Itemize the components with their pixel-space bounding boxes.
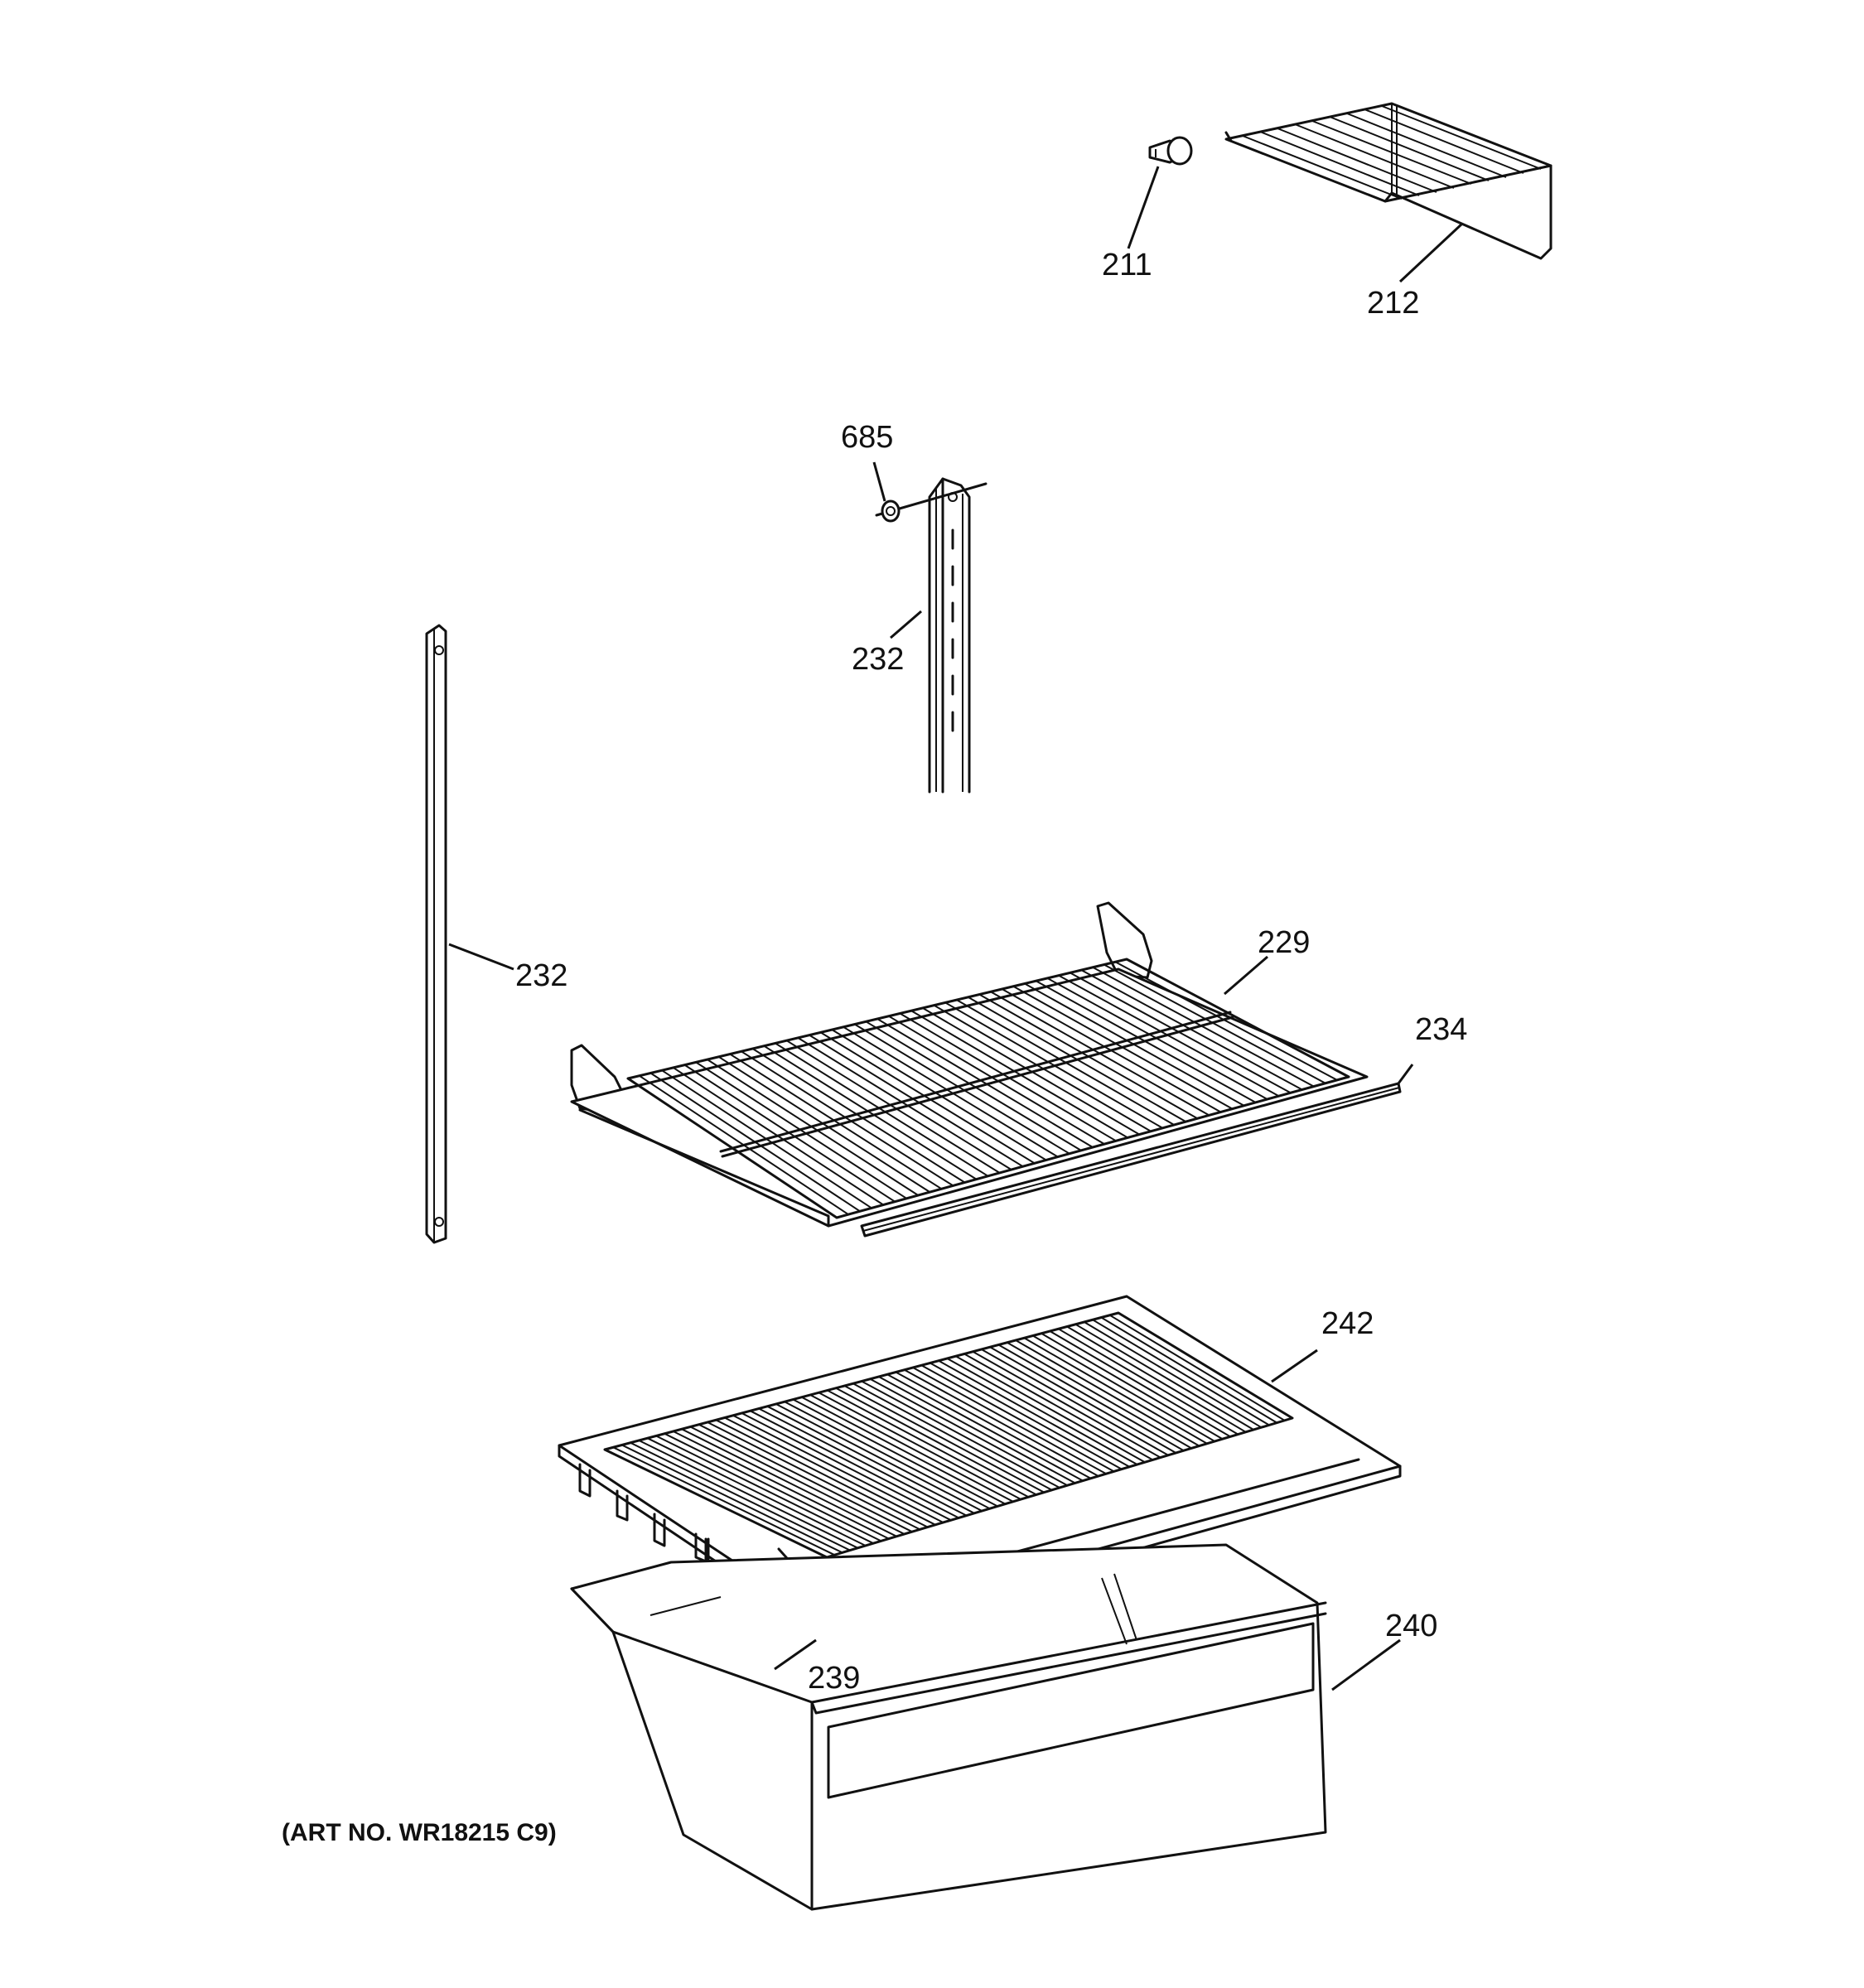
leader-lines [448,166,1464,1691]
part-685-screw [875,482,988,523]
part-232-shelf-standard-left [425,624,447,1244]
callout-234: 234 [1415,1012,1467,1047]
part-229-wire-shelf [570,901,1369,1228]
part-211-shelf-stud [1148,136,1193,166]
callout-685: 685 [841,420,893,455]
art-number: (ART NO. WR18215 C9) [282,1819,557,1846]
callout-242: 242 [1321,1306,1374,1341]
callout-211: 211 [1102,248,1152,282]
callout-239: 239 [808,1661,860,1696]
callout-232-right: 232 [852,642,904,677]
callout-232-left: 232 [515,958,567,993]
callout-labels: 211 212 685 232 232 229 234 242 240 239 [515,248,1467,1696]
part-242-pan-cover [558,1295,1402,1638]
callout-212: 212 [1367,286,1419,321]
callout-229: 229 [1258,925,1310,960]
part-240-crisper-pan [570,1543,1327,1911]
callout-240: 240 [1385,1609,1437,1643]
part-232-shelf-standard-right [928,477,971,794]
part-234-trim-strip [860,1082,1402,1238]
part-212-wire-shelf [1224,102,1553,260]
